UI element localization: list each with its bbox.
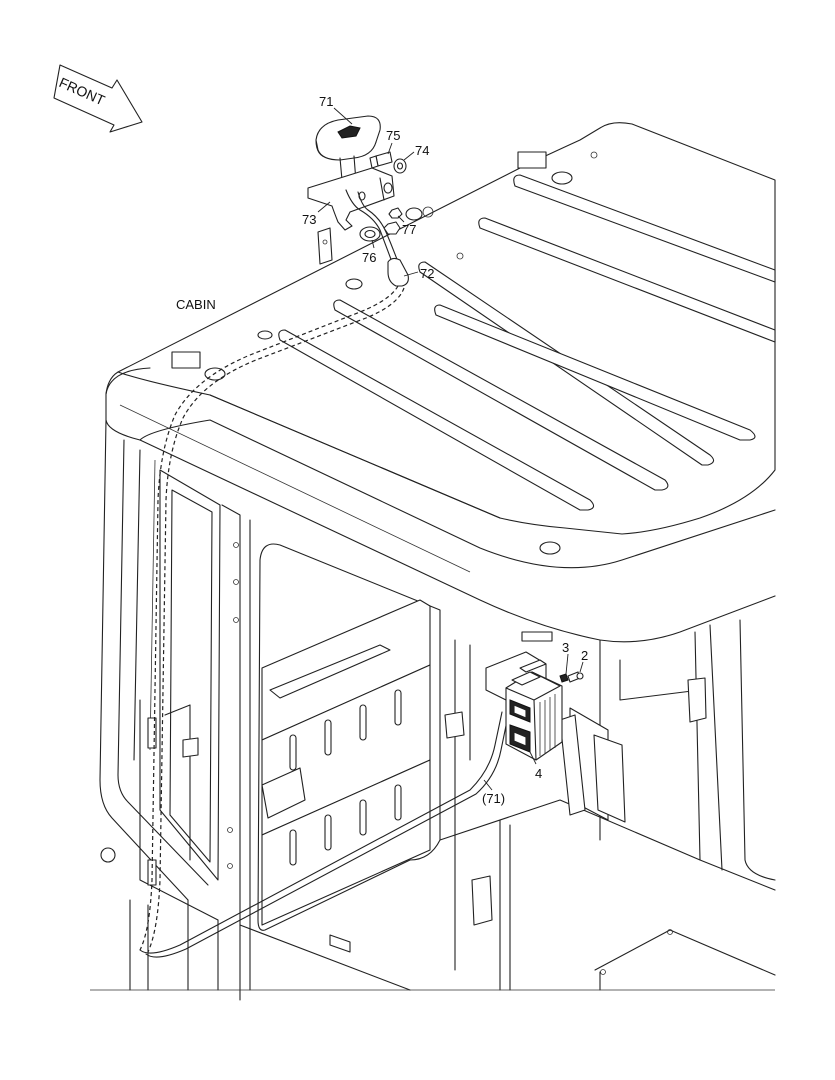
antenna-assembly bbox=[307, 115, 434, 287]
callout-2: 2 bbox=[581, 648, 588, 663]
cabin-frame bbox=[90, 227, 776, 1001]
callout-73: 73 bbox=[302, 212, 316, 227]
callout-3: 3 bbox=[562, 640, 569, 655]
antenna-cable-route bbox=[139, 285, 509, 958]
callout-4: 4 bbox=[535, 766, 542, 781]
callout-72: 72 bbox=[420, 266, 434, 281]
callout-75: 75 bbox=[386, 128, 400, 143]
callout-71: 71 bbox=[319, 94, 333, 109]
callout-leaders bbox=[317, 107, 584, 791]
control-unit bbox=[485, 651, 584, 761]
cabin-label: CABIN bbox=[176, 297, 216, 312]
cabin-roof bbox=[105, 122, 776, 643]
callout-74: 74 bbox=[415, 143, 429, 158]
callout-71-ref: (71) bbox=[482, 791, 505, 806]
front-arrow: FRONT bbox=[53, 64, 143, 133]
callout-76: 76 bbox=[362, 250, 376, 265]
callout-77: 77 bbox=[402, 222, 416, 237]
